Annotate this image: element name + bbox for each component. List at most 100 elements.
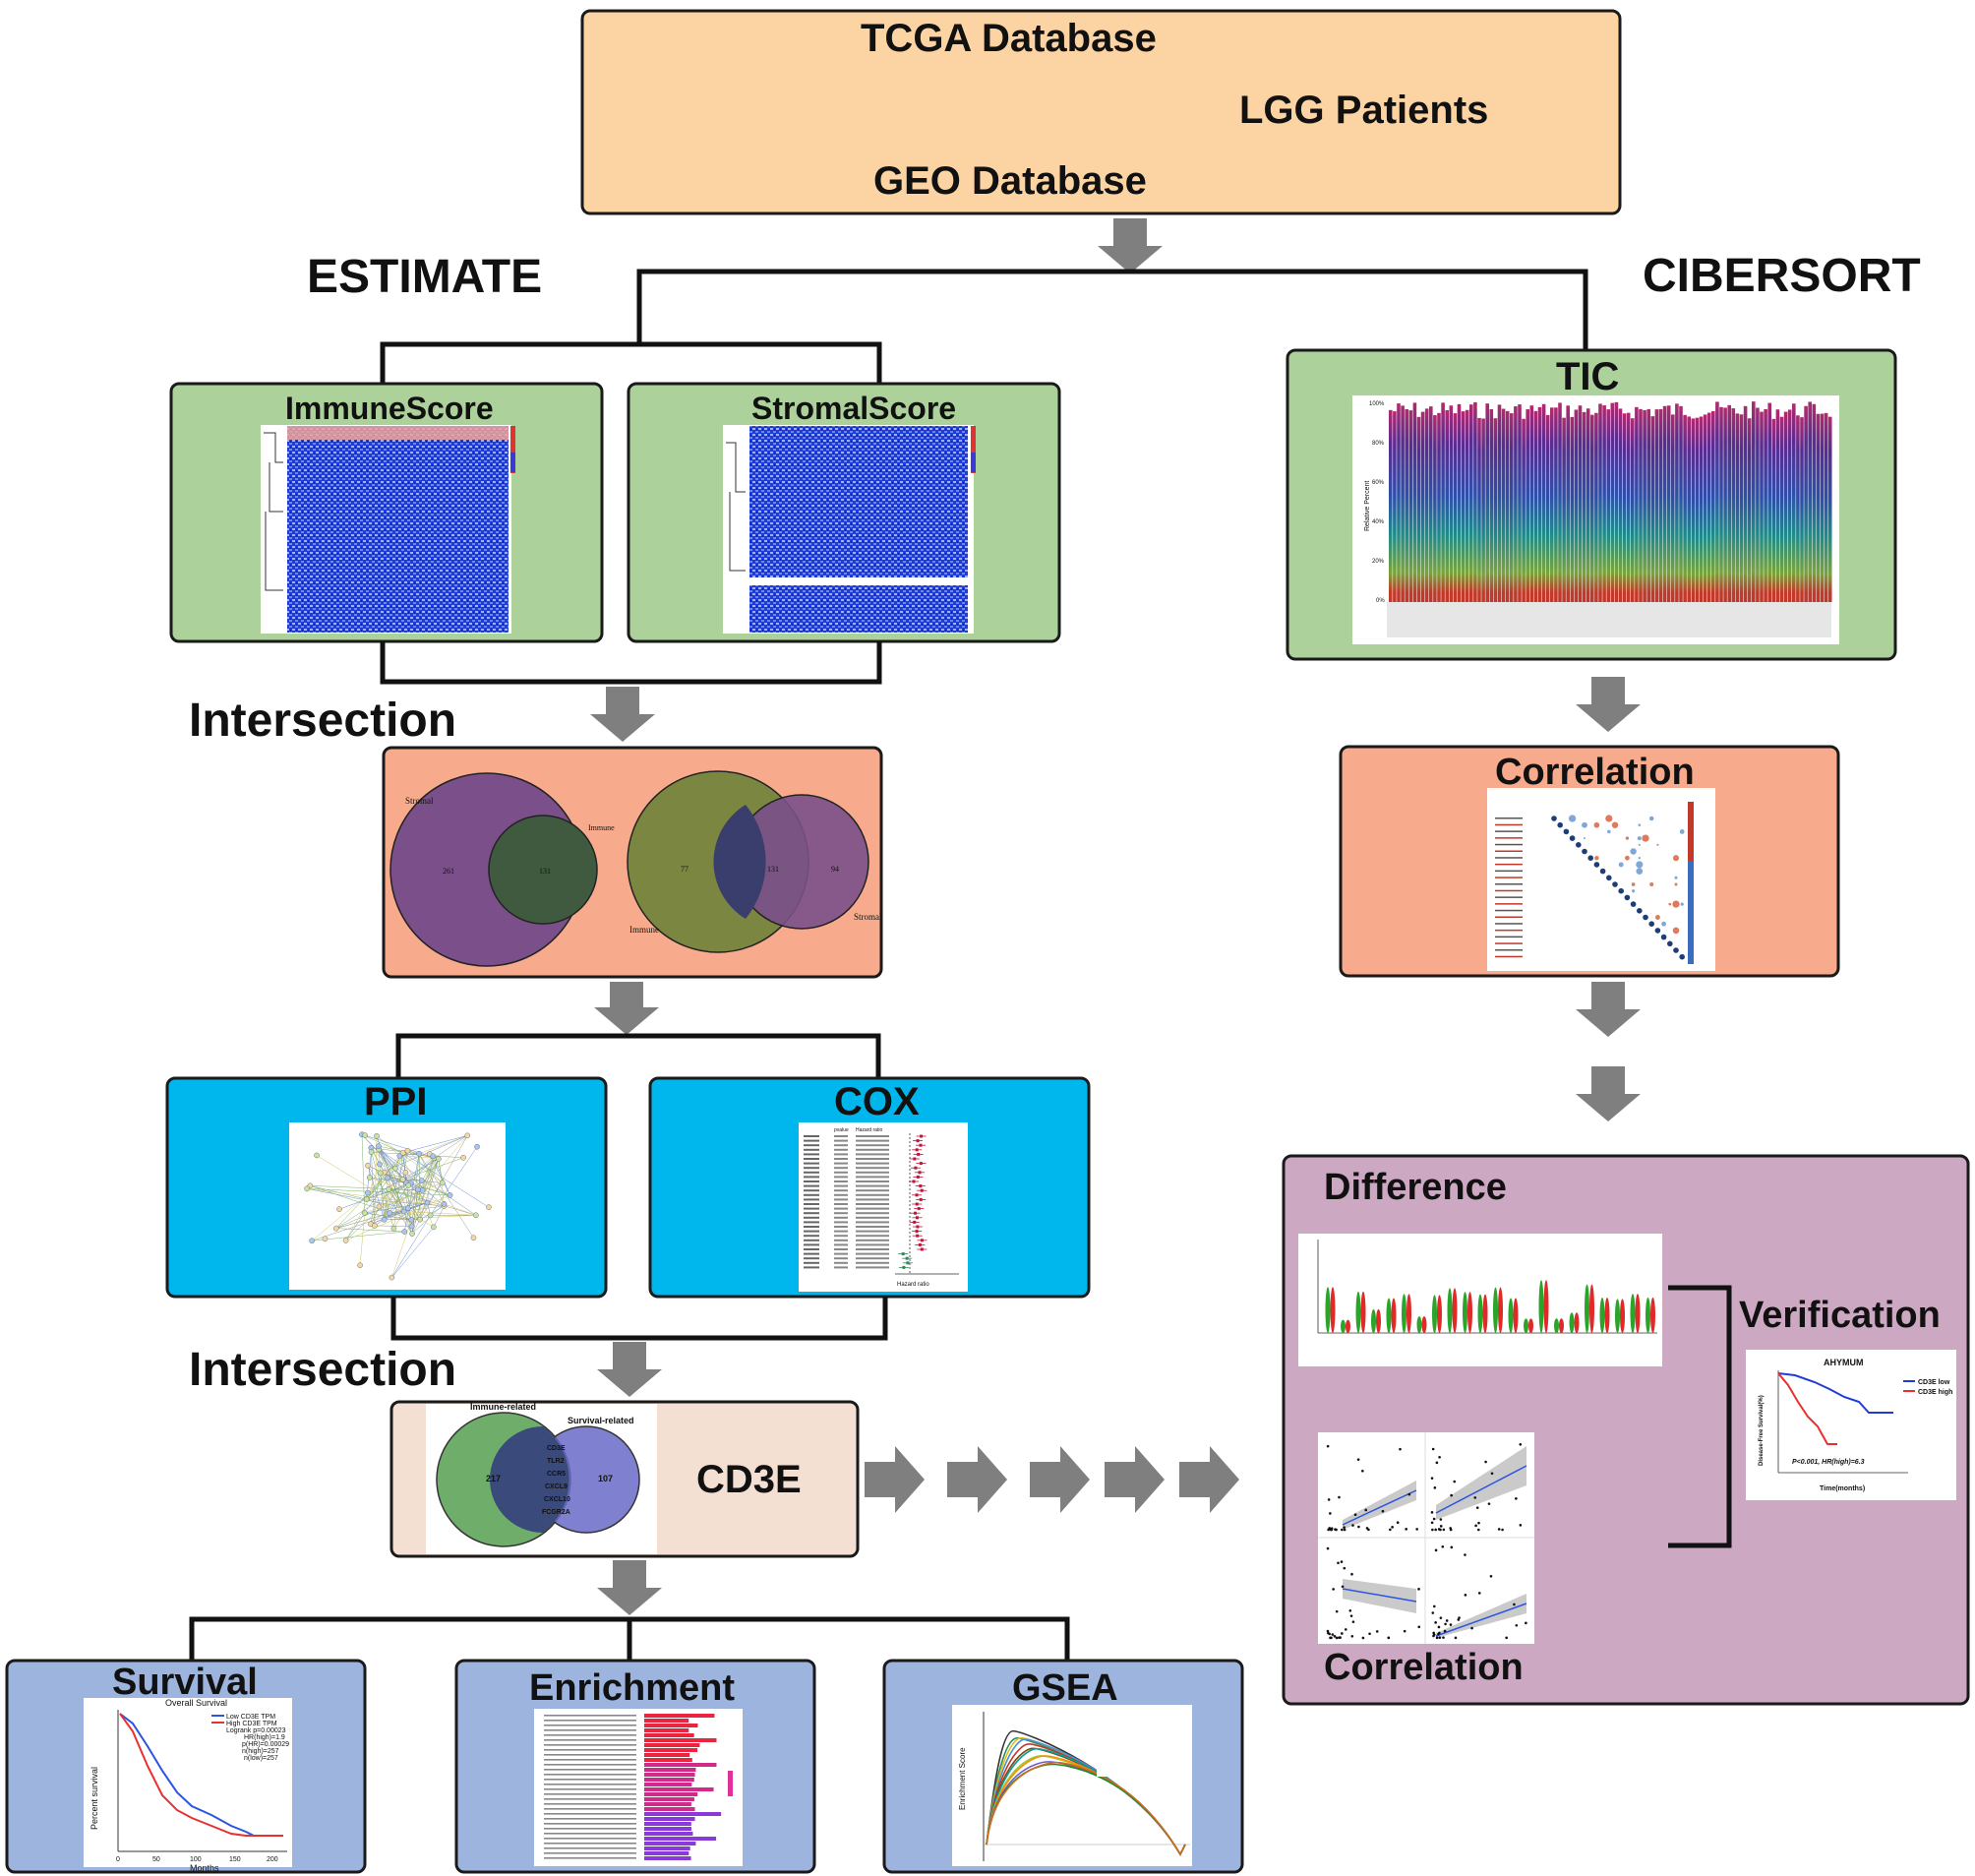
tic-bar	[1481, 418, 1485, 602]
ppi-edge	[404, 1153, 420, 1233]
enrich-term	[544, 1813, 636, 1815]
tic-bar	[1808, 401, 1812, 602]
tic-bar	[1747, 418, 1752, 602]
venn-gene-5: CXCL10	[544, 1496, 570, 1503]
cox-p-row	[834, 1193, 848, 1196]
enrich-bar	[644, 1758, 692, 1762]
violin	[1360, 1291, 1366, 1334]
cox-gene-row	[804, 1203, 819, 1205]
scatter-dot	[1357, 1525, 1360, 1529]
cox-hr-row	[856, 1221, 889, 1224]
tic-bar	[1408, 410, 1413, 602]
tic-bar	[1662, 405, 1667, 602]
scatter-dot	[1435, 1461, 1439, 1465]
tic-bar	[1671, 414, 1675, 602]
corr-diag-cell	[1599, 868, 1606, 875]
cox-point	[919, 1197, 923, 1201]
venn-a-outer-label: Stromal	[405, 796, 434, 806]
corr-row-label	[1495, 883, 1523, 885]
ppi-node	[409, 1231, 415, 1237]
join-line-scores	[380, 641, 882, 685]
cox-p-row	[834, 1235, 848, 1238]
ppi-node	[416, 1150, 422, 1157]
corr-row-label	[1495, 870, 1523, 873]
venn-gene-6: FCGR2A	[542, 1509, 570, 1516]
tic-bar	[1635, 406, 1639, 602]
violin	[1620, 1299, 1625, 1334]
ppi-edge	[418, 1153, 421, 1220]
ppi-node	[402, 1170, 409, 1176]
violin	[1498, 1287, 1503, 1334]
violin	[1554, 1318, 1559, 1333]
venn-gene-3: CCR5	[547, 1471, 566, 1478]
scatter-dot	[1417, 1625, 1421, 1629]
cox-gene-row	[804, 1261, 819, 1264]
cox-gene-row	[804, 1176, 819, 1179]
cox-gene-row	[804, 1257, 819, 1260]
tic-bar	[1783, 411, 1788, 602]
cox-hr-row	[856, 1167, 889, 1170]
scatter-dot	[1337, 1561, 1340, 1565]
cox-p-row	[834, 1212, 848, 1215]
corr-diag-cell	[1569, 835, 1576, 841]
violin	[1615, 1299, 1620, 1334]
tic-bar	[1646, 408, 1650, 602]
enrich-bar	[644, 1802, 691, 1806]
scatter-dot	[1453, 1480, 1457, 1483]
scatter-dot	[1442, 1636, 1445, 1639]
enrich-bar	[644, 1837, 717, 1841]
ppi-edge	[366, 1155, 400, 1200]
corr-cell	[1638, 843, 1641, 846]
survival-xtick-1: 50	[152, 1856, 160, 1863]
cox-gene-row	[804, 1252, 819, 1255]
tic-stacked-bars: Relative Percent 100% 80% 60% 40% 20% 0%	[1352, 395, 1839, 644]
cox-title: COX	[834, 1080, 920, 1123]
violin	[1650, 1297, 1655, 1333]
tic-bar	[1420, 411, 1425, 602]
arrow-to-ppi-cox	[594, 982, 659, 1035]
chevron-1	[865, 1446, 925, 1513]
tic-bar	[1485, 403, 1489, 602]
ppi-node	[387, 1210, 393, 1216]
enrich-bar	[644, 1822, 691, 1826]
cox-hr-row	[856, 1144, 889, 1147]
scatter-dot	[1450, 1545, 1454, 1549]
scatter-dot	[1417, 1588, 1420, 1591]
violin	[1574, 1312, 1580, 1333]
survival-stat-5: n(low)=257	[244, 1755, 278, 1762]
cox-hr-row	[856, 1216, 889, 1219]
tic-bar	[1522, 418, 1526, 602]
cox-hr-row	[856, 1257, 889, 1260]
tic-bar	[1643, 409, 1646, 602]
tic-bar	[1650, 416, 1655, 602]
corr-diag-cell	[1660, 934, 1667, 940]
ppi-node	[447, 1192, 453, 1198]
gsea-legend	[1097, 1712, 1189, 1777]
tic-ytick-3: 40%	[1372, 519, 1385, 525]
scatter-dot	[1439, 1528, 1442, 1532]
tic-bar	[1735, 413, 1740, 602]
scatter-dot	[1387, 1636, 1391, 1640]
tic-bar	[1590, 414, 1594, 602]
tic-bar	[1489, 408, 1494, 602]
scatter-dot	[1437, 1625, 1441, 1629]
ppi-node	[386, 1186, 391, 1192]
enrich-term	[544, 1793, 636, 1795]
corr-row-label	[1495, 889, 1523, 892]
ppi-edge	[402, 1152, 490, 1208]
ppi-node	[417, 1216, 423, 1223]
scatter-dot	[1431, 1611, 1435, 1614]
corr-cell	[1611, 821, 1619, 828]
ppi-node	[460, 1154, 466, 1161]
tic-bar	[1699, 416, 1704, 602]
corr-cell	[1679, 829, 1685, 834]
scatter-dot	[1381, 1509, 1385, 1513]
violin	[1589, 1284, 1594, 1333]
scatter-dot	[1399, 1447, 1402, 1451]
tic-bar	[1510, 413, 1514, 602]
patients-label: LGG Patients	[1239, 89, 1488, 132]
ppi-edge	[418, 1153, 474, 1239]
ppi-node	[365, 1162, 371, 1169]
corr-diag-cell	[1679, 953, 1685, 960]
venn-a: Stromal Immune 261 131	[389, 772, 615, 967]
